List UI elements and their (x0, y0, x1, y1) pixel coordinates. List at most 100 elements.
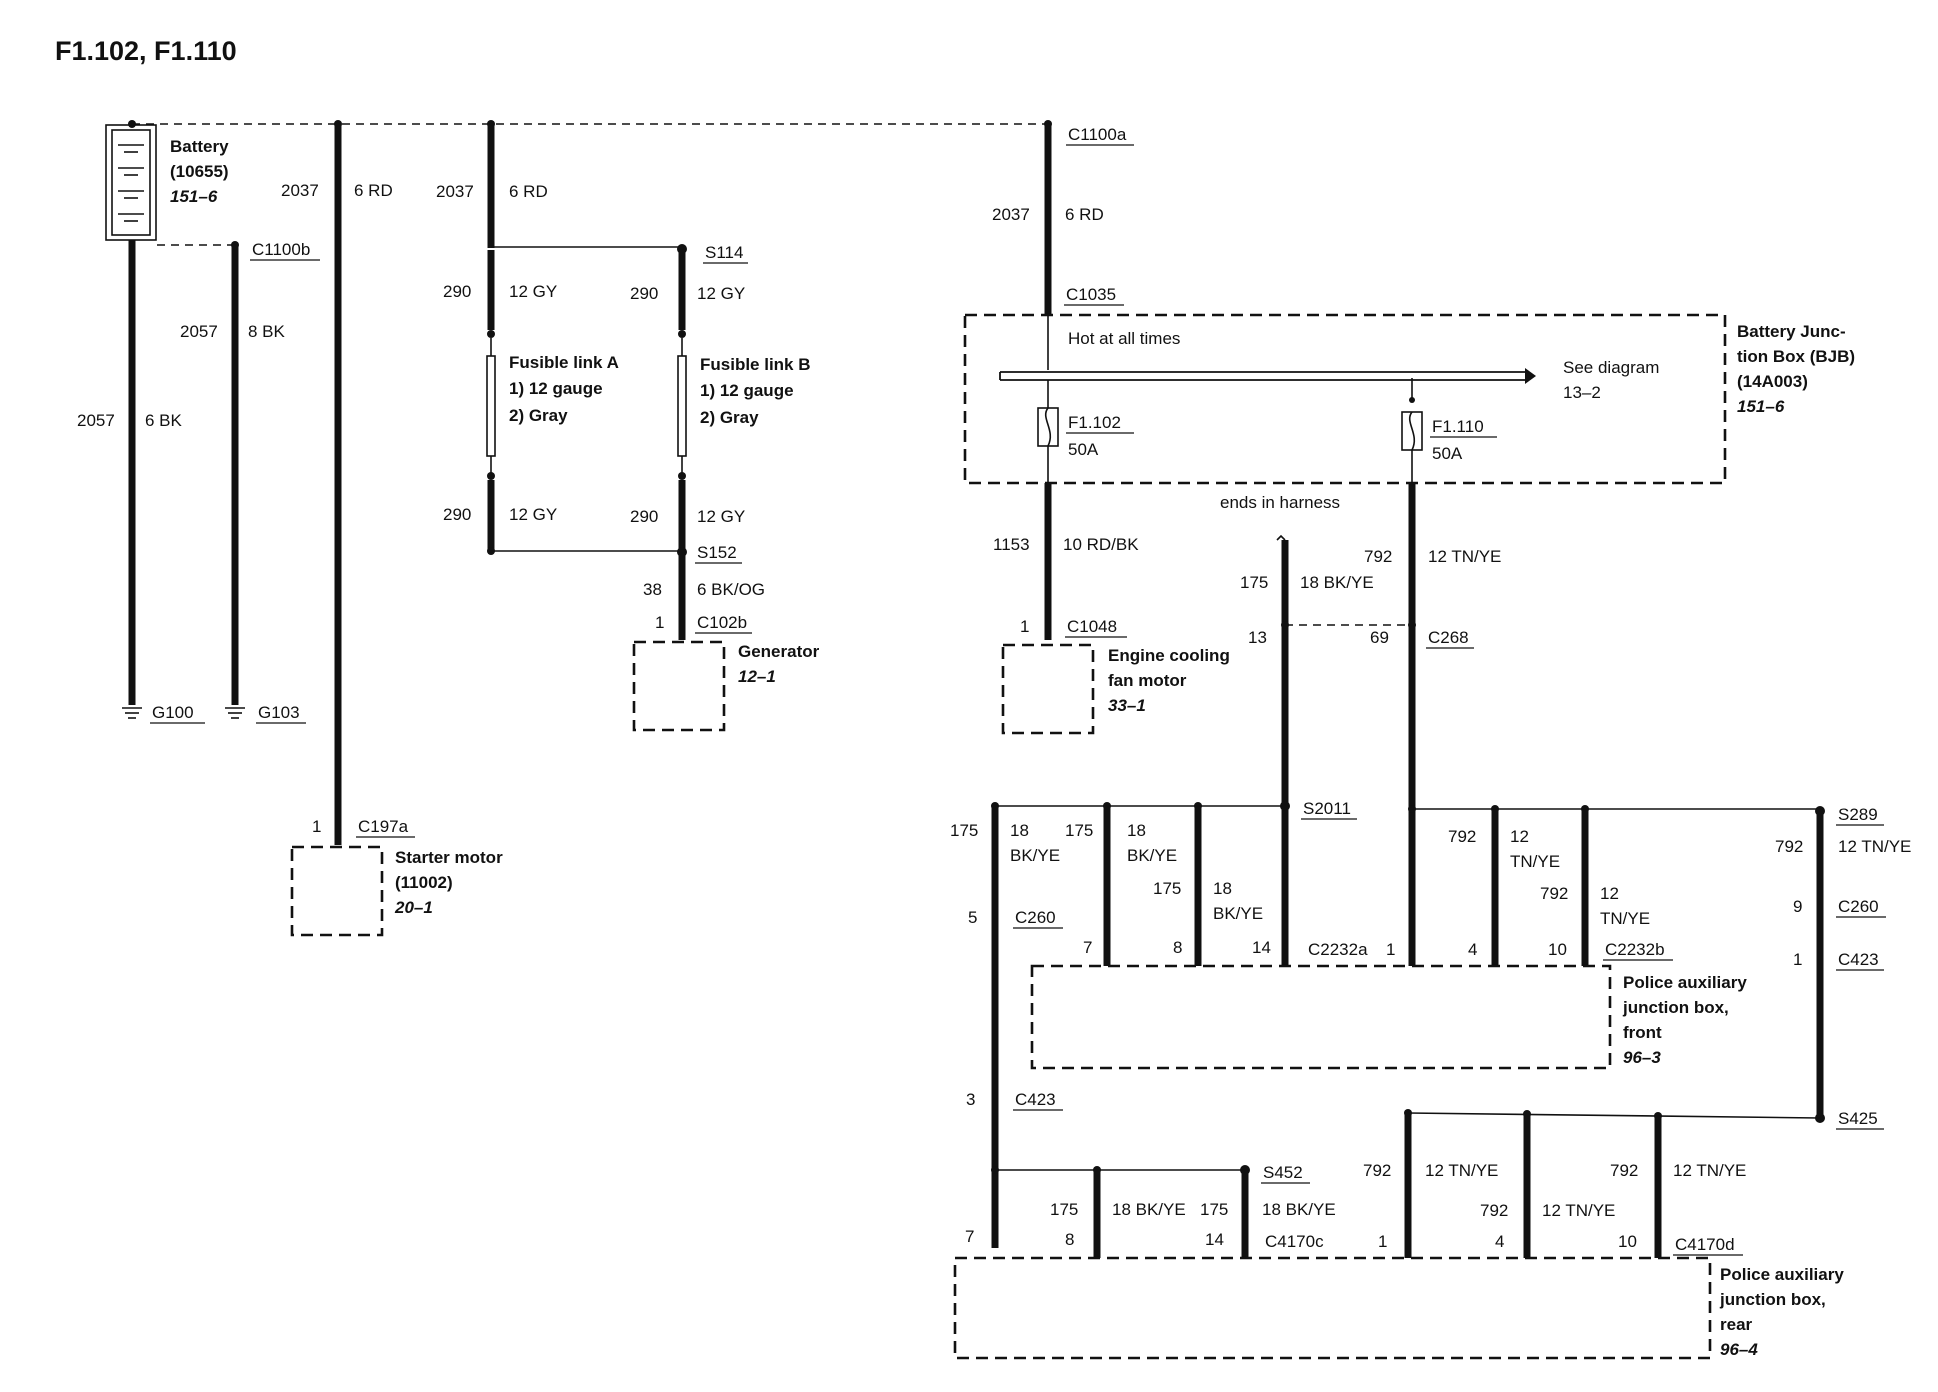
fusible-link-b-spec2: 2) Gray (700, 408, 759, 427)
wire-circuit: 792 (1448, 827, 1476, 846)
wire-spec: 12 TN/YE (1425, 1161, 1498, 1180)
fuse-f1110-rating: 50A (1432, 444, 1463, 463)
pajb-front-name-1: Police auxiliary (1623, 973, 1747, 992)
pin: 10 (1548, 940, 1567, 959)
generator-ref: 12–1 (738, 667, 776, 686)
pajb-front-name-2: junction box, (1622, 998, 1729, 1017)
wire-spec: 12 TN/YE (1838, 837, 1911, 856)
wire-circuit: 792 (1480, 1201, 1508, 1220)
wire-spec: 18 BK/YE (1112, 1200, 1186, 1219)
pin: 1 (312, 817, 321, 836)
fusible-link-a-name: Fusible link A (509, 353, 619, 372)
connector-c1035: C1035 (1066, 285, 1116, 304)
generator-box (632, 640, 726, 732)
wire-circuit: 2057 (180, 322, 218, 341)
fusible-link-a-spec1: 1) 12 gauge (509, 379, 603, 398)
police-aux-junction-box-rear (953, 1256, 1712, 1360)
pajb-rear-name-1: Police auxiliary (1720, 1265, 1844, 1284)
ground-icon-g103 (225, 707, 245, 719)
fan-motor-box (1001, 643, 1095, 735)
connector-c1100b: C1100b (252, 240, 310, 259)
bjb-see-diagram-ref: 13–2 (1563, 383, 1601, 402)
pin: 8 (1065, 1230, 1074, 1249)
bjb-name-2: tion Box (BJB) (1737, 347, 1855, 366)
wire-spec: 12 GY (509, 282, 557, 301)
pin: 7 (965, 1227, 974, 1246)
fusible-link-a (486, 330, 496, 480)
wire-spec: 6 RD (509, 182, 548, 201)
pin: 1 (655, 613, 664, 632)
splice-s452: S452 (1263, 1163, 1303, 1182)
ends-in-harness: ends in harness (1220, 493, 1340, 512)
bjb-hot-at-all-times: Hot at all times (1068, 329, 1180, 348)
wire-gauge: 18 (1213, 879, 1232, 898)
wire-gauge: 12 (1510, 827, 1529, 846)
wire-circuit: 175 (1200, 1200, 1228, 1219)
wire-circuit: 290 (630, 507, 658, 526)
pajb-front-ref: 96–3 (1623, 1048, 1661, 1067)
wire-circuit: 2037 (992, 205, 1030, 224)
fan-name-1: Engine cooling (1108, 646, 1230, 665)
wire-circuit: 1153 (993, 535, 1030, 554)
pin: 69 (1370, 628, 1389, 647)
wire-circuit: 175 (1153, 879, 1181, 898)
wire-color: BK/YE (1010, 846, 1060, 865)
diagram-title: F1.102, F1.110 (55, 36, 237, 66)
fuse-f1102-rating: 50A (1068, 440, 1099, 459)
battery-junction-box (963, 313, 1727, 485)
bjb-see-diagram: See diagram (1563, 358, 1659, 377)
ground-g103: G103 (258, 703, 300, 722)
battery-part: (10655) (170, 162, 229, 181)
pin: 7 (1083, 938, 1092, 957)
battery-name: Battery (170, 137, 229, 156)
wire-spec: 10 RD/BK (1063, 535, 1139, 554)
wire-circuit: 792 (1540, 884, 1568, 903)
splice-s289: S289 (1838, 805, 1878, 824)
wire-spec: 18 BK/YE (1262, 1200, 1336, 1219)
wire-circuit: 290 (630, 284, 658, 303)
fusible-link-b (677, 330, 687, 480)
wire-circuit: 792 (1775, 837, 1803, 856)
starter-name: Starter motor (395, 848, 503, 867)
fuse-icon-f1102 (1037, 407, 1059, 447)
pajb-rear-name-2: junction box, (1719, 1290, 1826, 1309)
bjb-ref: 151–6 (1737, 397, 1785, 416)
pin: 1 (1378, 1232, 1387, 1251)
wire-circuit: 2057 (77, 411, 115, 430)
connector-c102b: C102b (697, 613, 747, 632)
pin: 1 (1020, 617, 1029, 636)
wire-circuit: 792 (1364, 547, 1392, 566)
wire-spec: 12 GY (697, 507, 745, 526)
battery-symbol (105, 124, 157, 241)
wire-spec: 12 GY (697, 284, 745, 303)
pin: 14 (1205, 1230, 1224, 1249)
connector-c260: C260 (1015, 908, 1056, 927)
pin: 3 (966, 1090, 975, 1109)
wire-gauge: 18 (1127, 821, 1146, 840)
pajb-rear-name-3: rear (1720, 1315, 1753, 1334)
splice-s152: S152 (697, 543, 737, 562)
wire-color: TN/YE (1600, 909, 1650, 928)
battery-ref: 151–6 (170, 187, 218, 206)
starter-motor-box (290, 845, 384, 937)
starter-ref: 20–1 (394, 898, 433, 917)
wire-color: TN/YE (1510, 852, 1560, 871)
fusible-link-b-spec1: 1) 12 gauge (700, 381, 794, 400)
wire-spec: 6 RD (354, 181, 393, 200)
wire-circuit: 290 (443, 505, 471, 524)
wire-spec: 8 BK (248, 322, 286, 341)
ground-icon-g100 (122, 707, 142, 719)
generator-name: Generator (738, 642, 820, 661)
splice-s114: S114 (705, 243, 743, 262)
starter-part: (11002) (395, 873, 453, 892)
fusible-link-a-spec2: 2) Gray (509, 406, 568, 425)
pin: 1 (1386, 940, 1395, 959)
connector-c268: C268 (1428, 628, 1469, 647)
wire-color: BK/YE (1127, 846, 1177, 865)
pin: 5 (968, 908, 977, 927)
connector-c2232a: C2232a (1308, 940, 1368, 959)
wire-circuit: 175 (950, 821, 978, 840)
pin: 13 (1248, 628, 1267, 647)
wire-circuit: 792 (1610, 1161, 1638, 1180)
